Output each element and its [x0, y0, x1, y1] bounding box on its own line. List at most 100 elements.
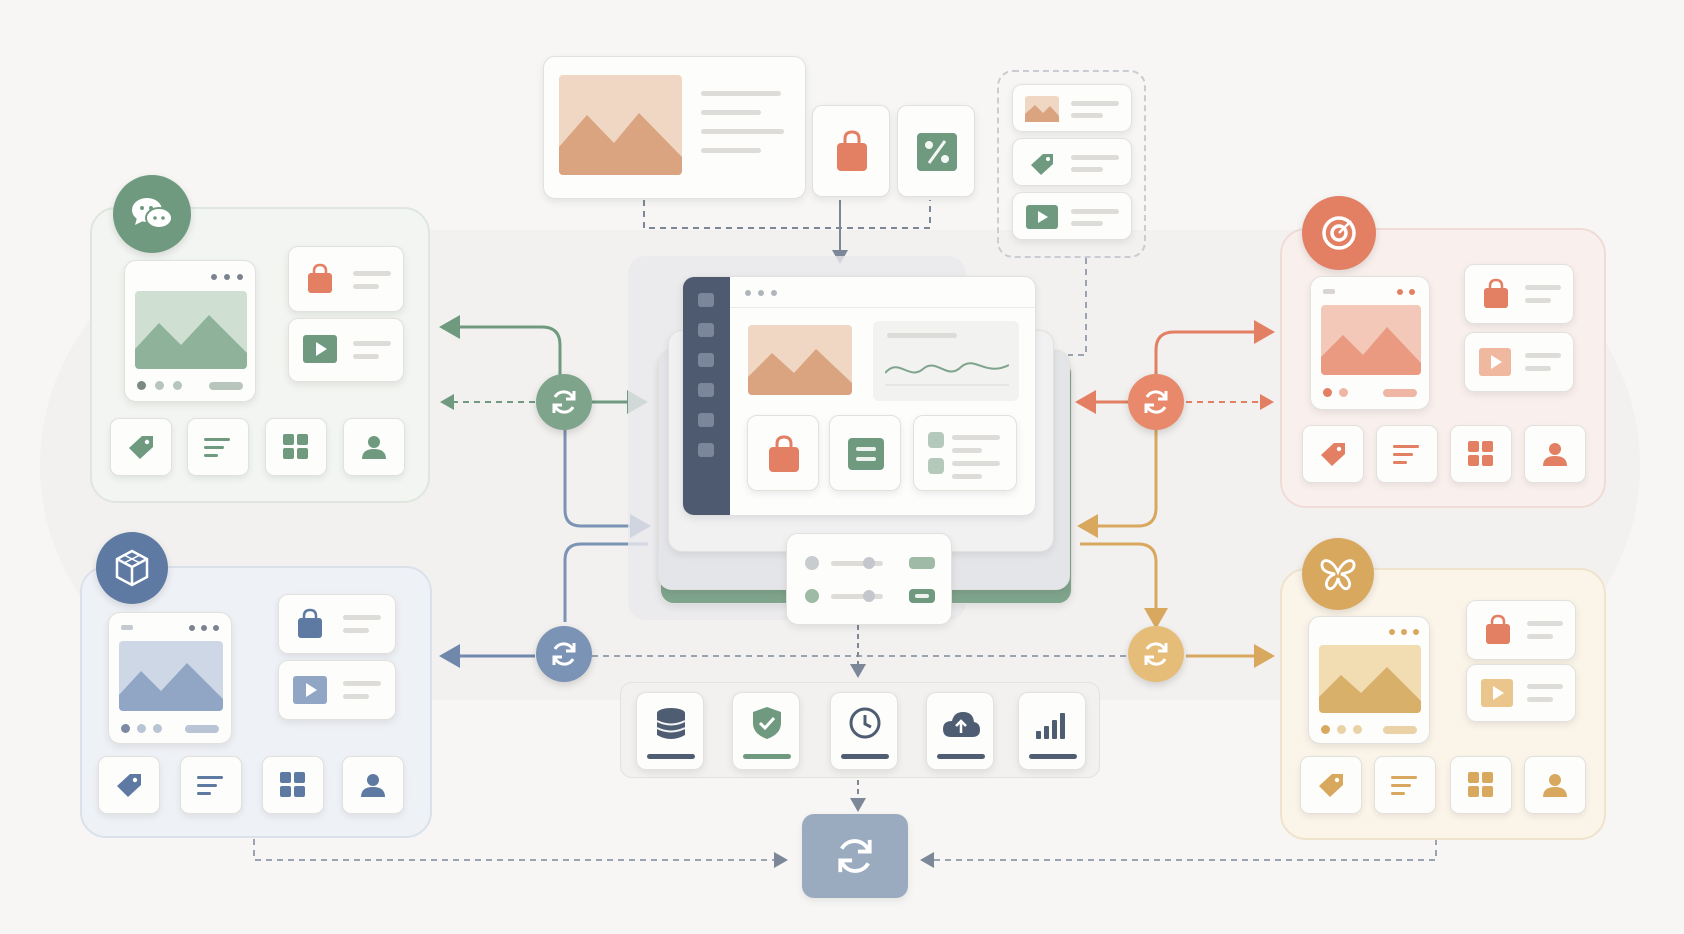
- play-icon: [303, 335, 337, 363]
- red-phone-card[interactable]: [1310, 276, 1430, 410]
- text-lines-icon: [1393, 445, 1419, 464]
- target-icon: [1322, 216, 1356, 250]
- red-user-tile[interactable]: [1524, 425, 1586, 483]
- gold-user-tile[interactable]: [1524, 756, 1586, 814]
- shield-check-icon: [753, 707, 781, 739]
- text-lines-icon: [1391, 776, 1417, 795]
- shopping-bag-icon: [1486, 614, 1510, 644]
- blue-phone-card[interactable]: [108, 612, 232, 744]
- red-tag-tile[interactable]: [1302, 425, 1364, 483]
- blue-bag-row[interactable]: [278, 594, 396, 654]
- dashboard-ticket-tile[interactable]: [829, 415, 901, 491]
- service-security[interactable]: [732, 692, 800, 770]
- toggle-2[interactable]: [909, 589, 935, 603]
- landscape-image: [1321, 305, 1421, 375]
- tag-icon: [1321, 443, 1345, 466]
- gold-platform-badge: [1302, 538, 1374, 610]
- blue-user-tile[interactable]: [342, 756, 404, 814]
- green-user-tile[interactable]: [343, 418, 405, 476]
- red-platform-badge: [1302, 196, 1376, 270]
- service-database[interactable]: [636, 692, 704, 770]
- shopping-bag-icon: [308, 263, 332, 293]
- ticket-icon: [848, 438, 884, 470]
- blue-sync-hub[interactable]: [536, 626, 592, 682]
- red-text-tile[interactable]: [1376, 425, 1438, 483]
- red-arrow-out: [1154, 320, 1275, 375]
- blue-play-row[interactable]: [278, 660, 396, 720]
- gold-grid-tile[interactable]: [1450, 756, 1512, 814]
- tag-icon: [1319, 774, 1343, 797]
- tag-icon: [1031, 154, 1053, 175]
- right-list-dashed-connector: [1068, 258, 1087, 356]
- grid-icon: [1468, 772, 1493, 797]
- sync-icon: [1144, 642, 1168, 666]
- gold-sync-hub[interactable]: [1128, 626, 1184, 682]
- blue-arrow-down: [563, 542, 648, 622]
- gold-tag-tile[interactable]: [1300, 756, 1362, 814]
- clock-icon: [849, 707, 881, 739]
- green-grid-tile[interactable]: [265, 418, 327, 476]
- green-phone-card[interactable]: [124, 260, 256, 402]
- list-item-tag[interactable]: [1012, 138, 1132, 186]
- dashboard-list-tile[interactable]: [913, 415, 1017, 491]
- red-sync-hub[interactable]: [1128, 374, 1184, 430]
- gold-phone-card[interactable]: [1308, 616, 1430, 744]
- blue-tag-tile[interactable]: [98, 756, 160, 814]
- blue-text-tile[interactable]: [180, 756, 242, 814]
- shopping-bag-icon: [1484, 278, 1508, 308]
- grid-icon: [280, 772, 305, 797]
- chat-icon: [132, 198, 173, 229]
- gold-play-row[interactable]: [1466, 664, 1576, 722]
- green-text-tile[interactable]: [187, 418, 249, 476]
- user-icon: [1543, 774, 1567, 797]
- green-arrow-out: [439, 315, 562, 375]
- text-lines-icon: [204, 438, 230, 457]
- shopping-bag-icon: [837, 130, 867, 171]
- dashboard-bag-tile[interactable]: [747, 415, 819, 491]
- play-icon: [1481, 679, 1513, 707]
- play-icon: [1479, 348, 1511, 376]
- gold-arrow-up: [1077, 430, 1158, 538]
- grid-icon: [1468, 441, 1493, 466]
- landscape-image: [1319, 645, 1421, 713]
- shopping-bag-icon: [298, 608, 322, 638]
- shopping-bag-icon: [769, 435, 799, 472]
- top-right-list-group: [997, 70, 1146, 258]
- service-clock[interactable]: [830, 692, 898, 770]
- tag-icon: [117, 774, 141, 797]
- bottom-left-loop: [253, 828, 788, 868]
- top-shopping-tile[interactable]: [812, 105, 890, 197]
- gold-text-tile[interactable]: [1374, 756, 1436, 814]
- tag-icon: [129, 436, 153, 459]
- settings-sliders-card[interactable]: [786, 533, 952, 625]
- red-bag-row[interactable]: [1464, 264, 1574, 324]
- dashboard-image: [748, 325, 852, 395]
- service-analytics[interactable]: [1018, 692, 1086, 770]
- cloud-upload-icon: [943, 712, 980, 737]
- list-item-image[interactable]: [1012, 84, 1132, 132]
- green-bag-row[interactable]: [288, 246, 404, 312]
- cube-icon: [115, 549, 149, 587]
- sync-icon: [552, 390, 576, 414]
- top-coupon-tile[interactable]: [897, 105, 975, 197]
- user-icon: [362, 436, 386, 459]
- dashboard-chart-card: [873, 321, 1019, 401]
- green-sync-hub[interactable]: [536, 374, 592, 430]
- blue-platform-badge: [96, 532, 168, 604]
- blue-grid-tile[interactable]: [262, 756, 324, 814]
- green-play-row[interactable]: [288, 318, 404, 382]
- central-sync-button[interactable]: [802, 814, 908, 898]
- service-cloud[interactable]: [926, 692, 994, 770]
- top-dashed-bracket: [643, 200, 931, 229]
- gold-bag-row[interactable]: [1466, 600, 1576, 660]
- list-item-play[interactable]: [1012, 192, 1132, 240]
- green-tag-tile[interactable]: [110, 418, 172, 476]
- red-play-row[interactable]: [1464, 332, 1574, 392]
- top-image-card[interactable]: [543, 56, 806, 199]
- main-dashboard-window[interactable]: [682, 276, 1036, 516]
- red-grid-tile[interactable]: [1450, 425, 1512, 483]
- grid-icon: [283, 434, 308, 459]
- toggle-1[interactable]: [909, 557, 935, 569]
- percent-coupon-icon: [917, 133, 957, 171]
